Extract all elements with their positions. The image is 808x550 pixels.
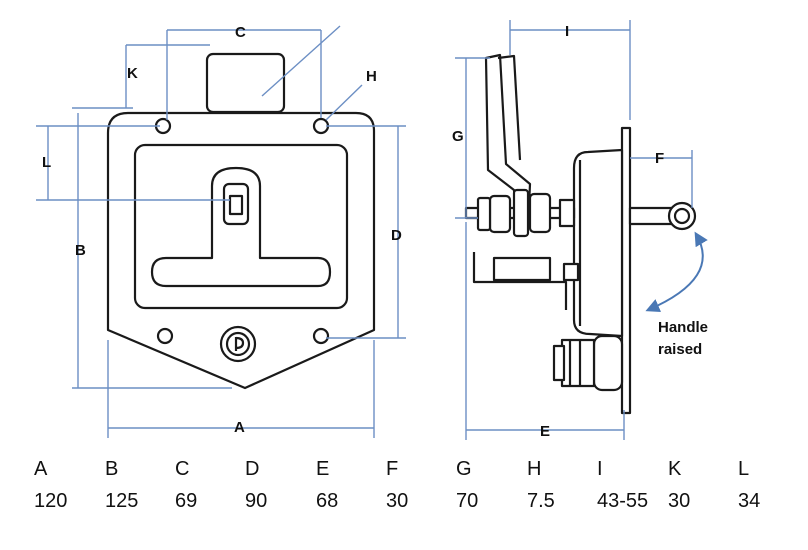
- handle-raised-note-line1: Handle: [658, 319, 708, 336]
- latch-technical-drawing: C K H L B D A: [36, 20, 708, 440]
- table-header: F: [386, 458, 399, 480]
- table-value: 120: [34, 490, 68, 512]
- spindle-stub: [205, 52, 286, 114]
- table-header: L: [738, 458, 750, 480]
- dim-label-k: K: [127, 65, 138, 82]
- table-value: 30: [668, 490, 691, 512]
- table-value: 68: [316, 490, 339, 512]
- dim-label-d: D: [391, 227, 402, 244]
- mounting-hole-bottom-right: [312, 327, 330, 345]
- dim-label-i: I: [565, 23, 569, 40]
- dim-label-c: C: [235, 24, 246, 41]
- table-header: K: [668, 458, 682, 480]
- dim-label-l: L: [42, 154, 51, 171]
- side-faceplate: [620, 126, 632, 415]
- dim-label-b: B: [75, 242, 86, 259]
- side-pan-body: [572, 148, 624, 338]
- dimension-table: A 120 B 125 C 69 D 90 E 68 F 30 G 70 H 7…: [0, 452, 808, 550]
- table-header: C: [175, 458, 190, 480]
- side-bracket: [472, 252, 568, 310]
- table-value: 69: [175, 490, 198, 512]
- side-plunger: [628, 206, 674, 226]
- table-header: B: [105, 458, 119, 480]
- table-value: 90: [245, 490, 268, 512]
- dim-label-h: H: [366, 68, 377, 85]
- dim-label-f: F: [655, 150, 664, 167]
- table-header: I: [597, 458, 603, 480]
- handle-raised-arrow: [645, 231, 708, 312]
- recessed-pan: [133, 143, 349, 310]
- side-plunger-ring: [667, 201, 697, 231]
- table-value: 34: [738, 490, 761, 512]
- dim-label-g: G: [452, 128, 464, 145]
- table-header: G: [456, 458, 472, 480]
- table-value: 125: [105, 490, 139, 512]
- handle-pivot: [222, 182, 250, 226]
- table-value: 30: [386, 490, 409, 512]
- mounting-hole-bottom-left: [156, 327, 174, 345]
- front-view: C K H L B D A: [36, 24, 406, 438]
- table-value: 7.5: [527, 490, 555, 512]
- table-value: 43-55: [597, 490, 649, 512]
- table-value: 70: [456, 490, 479, 512]
- table-header: E: [316, 458, 330, 480]
- side-lock-cylinder: [592, 334, 624, 392]
- dim-label-a: A: [234, 419, 245, 436]
- key-lock: [219, 325, 257, 363]
- handle-raised-note-line2: raised: [658, 341, 702, 358]
- dim-label-e: E: [540, 423, 550, 440]
- table-header: A: [34, 458, 48, 480]
- table-header: H: [527, 458, 542, 480]
- side-view: I G F E Handle raised: [452, 20, 708, 440]
- t-handle: [150, 166, 332, 288]
- table-header: D: [245, 458, 260, 480]
